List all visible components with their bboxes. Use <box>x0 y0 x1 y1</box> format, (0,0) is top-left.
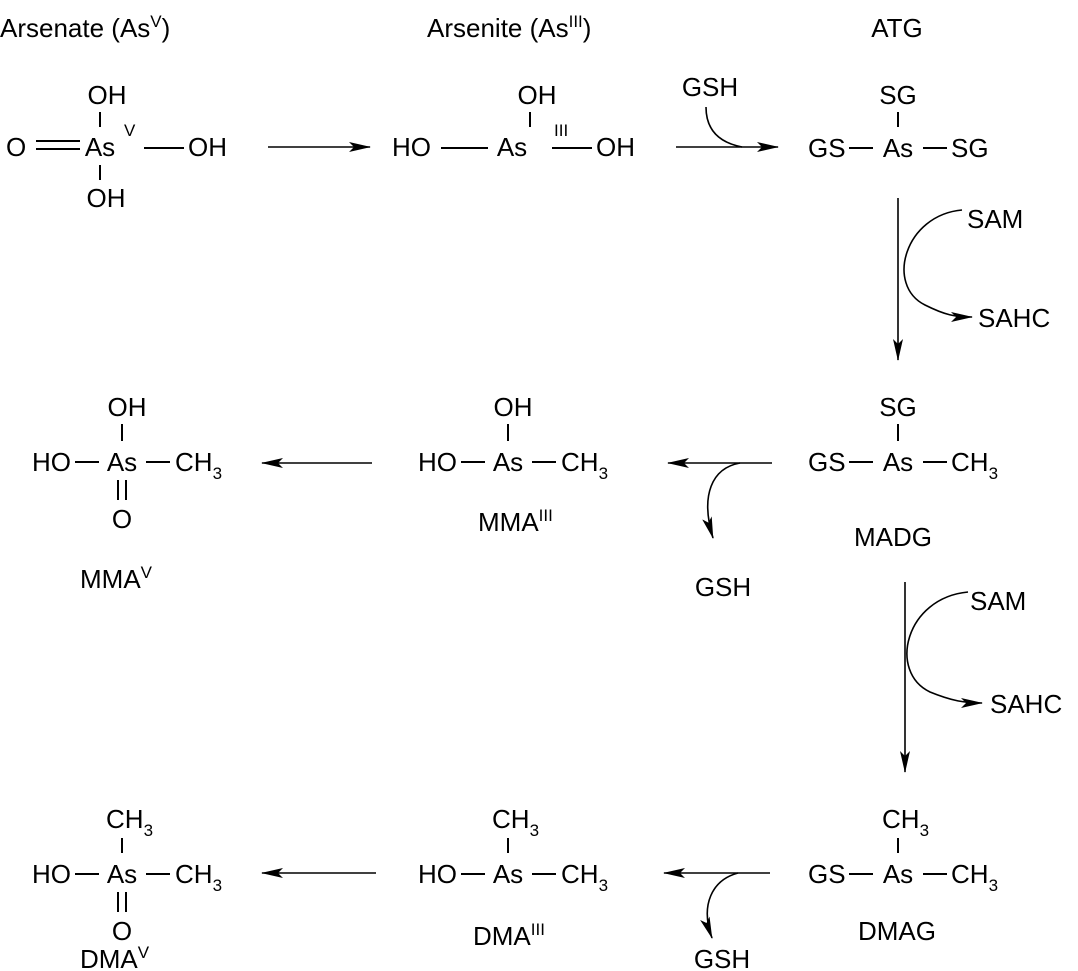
as-atom: As <box>85 132 115 162</box>
label-dma-iii: DMAIII <box>473 920 545 951</box>
ch3-label: CH3 <box>175 447 222 483</box>
ch3-label: CH3 <box>882 804 929 840</box>
header-atg: ATG <box>871 13 923 43</box>
arsenite-structure: OH HO As III OH <box>392 80 635 162</box>
gs-label: GS <box>808 859 846 889</box>
o-label: O <box>112 916 132 946</box>
header-arsenite: Arsenite (AsIII) <box>427 12 591 43</box>
reagent-sam: SAM <box>967 204 1023 234</box>
as-atom: As <box>497 132 527 162</box>
ch3-label: CH3 <box>492 804 539 840</box>
step-dmag-to-dma-iii: GSH <box>663 868 770 971</box>
gs-label: GS <box>808 447 846 477</box>
reagent-sam: SAM <box>970 586 1026 616</box>
sg-label: SG <box>879 392 917 422</box>
ch3-label: CH3 <box>175 859 222 895</box>
oh-label: OH <box>87 183 126 213</box>
oh-label: OH <box>596 132 635 162</box>
ho-label: HO <box>32 859 71 889</box>
as-atom: As <box>493 859 523 889</box>
dma-v-structure: CH3 HO As CH3 O DMAV <box>32 804 222 971</box>
ho-label: HO <box>418 447 457 477</box>
oxidation-v: V <box>124 121 136 140</box>
svg-text:ATG: ATG <box>871 13 923 43</box>
oh-label: OH <box>108 392 147 422</box>
as-atom: As <box>107 447 137 477</box>
reagent-gsh: GSH <box>694 944 750 971</box>
step-arsenite-to-atg: GSH <box>676 72 779 152</box>
label-dmag: DMAG <box>858 916 936 946</box>
atg-structure: SG GS As SG <box>808 80 989 163</box>
mma-v-structure: OH HO As CH3 O MMAV <box>32 392 222 594</box>
o-label: O <box>112 504 132 534</box>
as-atom: As <box>883 133 913 163</box>
reagent-sahc: SAHC <box>978 303 1050 333</box>
oh-label: OH <box>188 132 227 162</box>
sg-label: SG <box>879 80 917 110</box>
ho-label: HO <box>32 447 71 477</box>
as-atom: As <box>883 447 913 477</box>
label-dma-v: DMAV <box>80 943 150 971</box>
ch3-label: CH3 <box>951 447 998 483</box>
as-atom: As <box>493 447 523 477</box>
oh-label: OH <box>88 80 127 110</box>
label-madg: MADG <box>854 522 932 552</box>
reagent-gsh: GSH <box>695 572 751 602</box>
dmag-structure: CH3 GS As CH3 DMAG <box>808 804 998 946</box>
oh-label: OH <box>518 80 557 110</box>
svg-text:Arsenite (AsIII): Arsenite (AsIII) <box>427 12 591 43</box>
ch3-label: CH3 <box>561 859 608 895</box>
step-atg-to-madg: SAM SAHC <box>893 198 1050 361</box>
as-atom: As <box>883 859 913 889</box>
reagent-sahc: SAHC <box>990 689 1062 719</box>
oh-label: OH <box>494 392 533 422</box>
dma-iii-structure: CH3 HO As CH3 DMAIII <box>418 804 608 951</box>
step-madg-to-dmag: SAM SAHC <box>900 582 1062 773</box>
madg-structure: SG GS As CH3 MADG <box>808 392 998 552</box>
ch3-label: CH3 <box>951 859 998 895</box>
sg-label: SG <box>951 133 989 163</box>
o-label: O <box>6 132 26 162</box>
reagent-gsh: GSH <box>682 72 738 102</box>
arsenate-structure: OH O As V OH OH <box>6 80 227 213</box>
ho-label: HO <box>418 859 457 889</box>
oxidation-iii: III <box>554 121 568 140</box>
step-madg-to-mma-iii: GSH <box>667 458 772 602</box>
svg-text:Arsenate (AsV): Arsenate (AsV) <box>0 12 170 43</box>
mma-iii-structure: OH HO As CH3 MMAIII <box>418 392 608 537</box>
label-mma-v: MMAV <box>80 563 153 594</box>
label-mma-iii: MMAIII <box>478 506 553 537</box>
ch3-label: CH3 <box>561 447 608 483</box>
ho-label: HO <box>392 132 431 162</box>
ch3-label: CH3 <box>106 804 153 840</box>
header-arsenate: Arsenate (AsV) <box>0 12 170 43</box>
as-atom: As <box>107 859 137 889</box>
gs-label: GS <box>808 133 846 163</box>
